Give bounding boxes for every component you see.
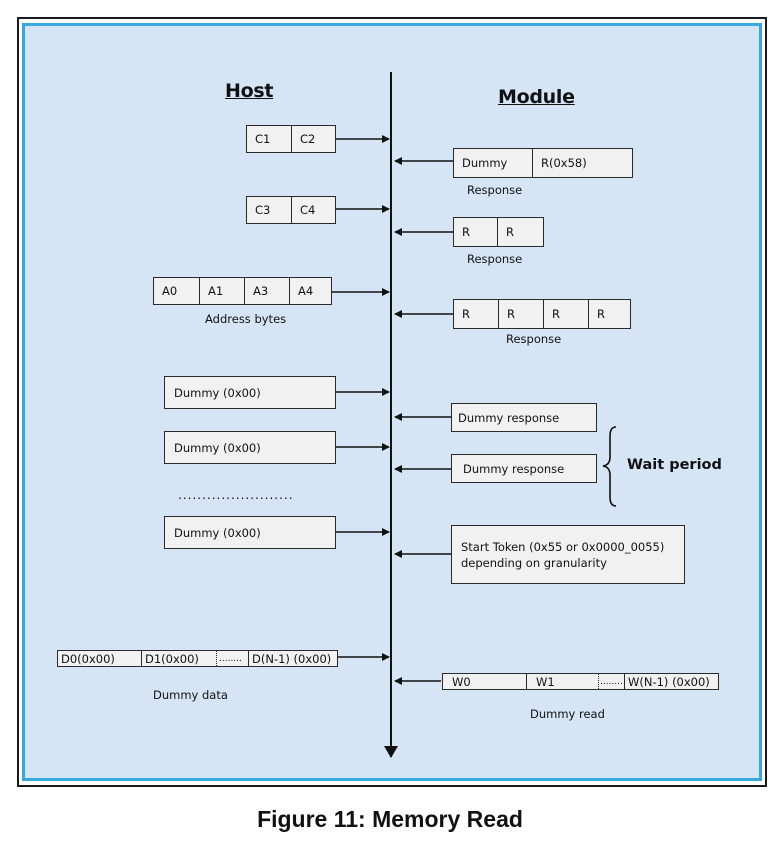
- dummy-response-1-text: Dummy response: [458, 410, 560, 425]
- dummy-box-3: Dummy (0x00): [164, 516, 336, 549]
- cell-wn-1: W(N-1) (0x00): [628, 674, 710, 689]
- cell-a1: A1: [200, 278, 245, 304]
- cell-d0: D0(0x00): [58, 651, 142, 666]
- dummy-box-3-text: Dummy (0x00): [174, 525, 261, 540]
- cell-a0: A0: [154, 278, 200, 304]
- host-header: Host: [225, 80, 274, 102]
- cell-data-ellipsis: ........: [217, 651, 249, 666]
- cell-a4: A4: [298, 284, 314, 298]
- cell-r-4: R: [597, 307, 605, 321]
- dummy-read-label: Dummy read: [530, 707, 605, 721]
- module-header: Module: [498, 86, 575, 108]
- start-token-line2: depending on granularity: [461, 555, 607, 570]
- response-box-2: R R: [453, 217, 544, 247]
- dummy-read-box: W0 W1 ........ W(N-1) (0x00): [442, 673, 719, 690]
- dummy-box-1: Dummy (0x00): [164, 376, 336, 409]
- cell-a3: A3: [245, 278, 290, 304]
- continuation-dots: ........................: [178, 488, 294, 502]
- start-token-box: Start Token (0x55 or 0x0000_0055) depend…: [451, 525, 685, 584]
- cell-w0: W0: [443, 674, 527, 689]
- cell-dn-1: D(N-1) (0x00): [252, 651, 332, 666]
- cell-r-b: R: [506, 225, 514, 239]
- dummy-data-box: D0(0x00) D1(0x00) ........ D(N-1) (0x00): [57, 650, 338, 667]
- response-box-1: Dummy R(0x58): [453, 148, 633, 178]
- start-token-line1: Start Token (0x55 or 0x0000_0055): [461, 539, 665, 554]
- wait-period-label: Wait period: [627, 457, 722, 473]
- cell-c2: C2: [300, 132, 316, 146]
- cell-r-a: R: [454, 218, 498, 246]
- dummy-response-box-2: Dummy response: [451, 454, 597, 483]
- cell-r-2: R: [499, 300, 544, 328]
- address-bytes-box: A0 A1 A3 A4: [153, 277, 332, 305]
- address-bytes-label: Address bytes: [205, 312, 287, 326]
- command-box-c3-c4: C3 C4: [246, 196, 336, 224]
- cell-d1: D1(0x00): [142, 651, 217, 666]
- response-box-3: R R R R: [453, 299, 631, 329]
- cell-read-ellipsis: ........: [599, 674, 625, 689]
- command-box-c1-c2: C1 C2: [246, 125, 336, 153]
- response-label-2: Response: [467, 252, 523, 266]
- dummy-response-2-text: Dummy response: [463, 461, 565, 476]
- dummy-box-2-text: Dummy (0x00): [174, 440, 261, 455]
- wait-period-brace: [602, 426, 617, 507]
- dummy-box-2: Dummy (0x00): [164, 431, 336, 464]
- cell-c1: C1: [247, 126, 292, 152]
- cell-r-3: R: [544, 300, 589, 328]
- dummy-box-1-text: Dummy (0x00): [174, 385, 261, 400]
- cell-w1: W1: [527, 674, 599, 689]
- figure-caption: Figure 11: Memory Read: [257, 806, 523, 832]
- response-label-1: Response: [467, 183, 523, 197]
- dummy-response-box-1: Dummy response: [451, 403, 597, 432]
- cell-c3: C3: [247, 197, 292, 223]
- cell-r58: R(0x58): [541, 156, 587, 170]
- cell-c4: C4: [300, 203, 316, 217]
- response-label-3: Response: [506, 332, 562, 346]
- cell-r-1: R: [454, 300, 499, 328]
- cell-dummy: Dummy: [454, 149, 533, 177]
- dummy-data-label: Dummy data: [153, 688, 228, 702]
